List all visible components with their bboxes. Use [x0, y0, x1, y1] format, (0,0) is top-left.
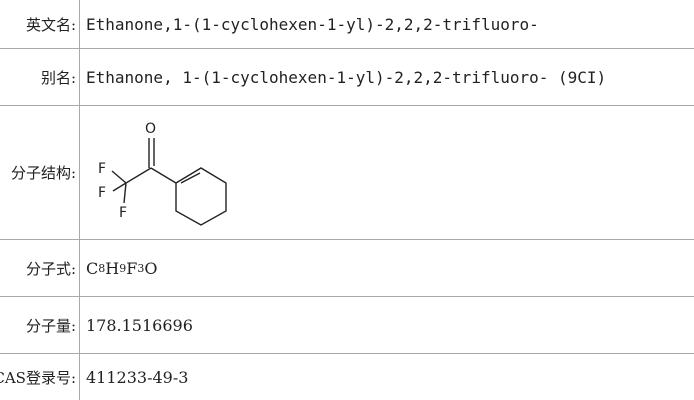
- cas-number-label: CAS登录号:: [0, 354, 80, 400]
- formula-carbon: C: [86, 258, 99, 278]
- oxygen-atom: O: [145, 121, 156, 137]
- molecule-structure-diagram: O F F F: [98, 121, 227, 226]
- alias-label: 别名:: [0, 49, 80, 105]
- english-name-label: 英文名:: [0, 0, 80, 48]
- structure-label: 分子结构:: [0, 106, 80, 239]
- row-alias: 别名: Ethanone, 1-(1-cyclohexen-1-yl)-2,2,…: [0, 49, 694, 106]
- molecular-weight-label: 分子量:: [0, 297, 80, 353]
- formula-label: 分子式:: [0, 240, 80, 296]
- row-molecular-weight: 分子量: 178.1516696: [0, 297, 694, 354]
- formula-carbon-count: 8: [98, 261, 106, 275]
- row-structure: 分子结构: O F F F: [0, 106, 694, 240]
- formula-fluorine-count: 3: [137, 261, 145, 275]
- molecular-weight-value: 178.1516696: [86, 315, 193, 335]
- formula-fluorine: F: [126, 258, 138, 278]
- alias-value: Ethanone, 1-(1-cyclohexen-1-yl)-2,2,2-tr…: [86, 67, 607, 87]
- fluorine-atom-2: F: [98, 185, 106, 201]
- formula-hydrogen: H: [105, 258, 120, 278]
- structure-image: O F F F: [80, 106, 694, 239]
- formula-hydrogen-count: 9: [119, 261, 127, 275]
- row-cas-number: CAS登录号: 411233-49-3: [0, 354, 694, 400]
- cas-number-value: 411233-49-3: [86, 367, 189, 387]
- fluorine-atom-1: F: [98, 161, 106, 177]
- english-name-value: Ethanone,1-(1-cyclohexen-1-yl)-2,2,2-tri…: [86, 14, 539, 34]
- row-english-name: 英文名: Ethanone,1-(1-cyclohexen-1-yl)-2,2,…: [0, 0, 694, 49]
- fluorine-atom-3: F: [119, 205, 127, 221]
- formula-oxygen: O: [144, 258, 158, 278]
